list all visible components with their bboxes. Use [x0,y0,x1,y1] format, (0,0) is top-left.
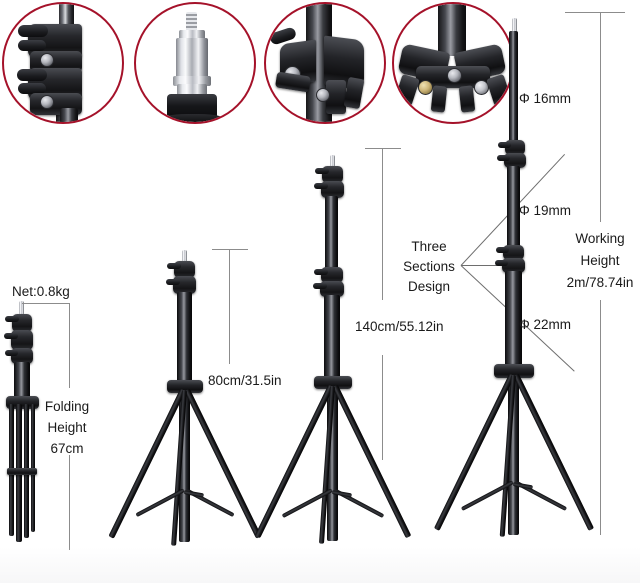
stand140-tube-bottom [324,295,340,380]
folding-height-label-line2: Height [47,420,87,435]
height-80-top-tick [212,249,248,250]
diameter-22mm-label: Φ 22mm [519,317,572,332]
stand140-leg-right [332,384,412,539]
standfull-lever-d [495,260,508,266]
net-weight-tick [22,303,70,304]
leg-yoke-illustration [266,4,384,122]
detail-circle-leg-yoke-hub [264,2,386,124]
height-140-top-tick [365,148,401,149]
tripod-base-hub-illustration [394,4,512,122]
twist-lock-clamps-illustration [4,4,122,122]
net-weight-label: Net:0.8kg [12,284,70,299]
folded-spigot [19,301,24,315]
stand-full-height [430,18,610,550]
three-sections-leader-mid [461,265,524,266]
detail-circle-tripod-base-hub [392,2,514,124]
standfull-tube-22mm [505,271,522,368]
folding-height-label-line3: 67cm [50,441,84,456]
standfull-leg-hub [494,364,534,378]
stand140-center-post [327,386,338,541]
net-weight-leader [69,303,70,388]
folded-lever-c [5,350,18,356]
standfull-tube-19mm [507,166,520,248]
working-height-dimension-line-upper [600,12,601,222]
diameter-16mm-label: Φ 16mm [519,91,572,106]
detail-circle-twist-lock-clamps [2,2,124,124]
folded-column [14,362,30,400]
three-sections-label-line1: Three [411,239,447,254]
working-height-top-tick [565,12,625,13]
ground-shadow [0,547,640,583]
working-height-dimension-line-lower [600,300,601,535]
standfull-center-post [508,375,519,535]
height-80-dimension-line [229,249,230,364]
standfull-lever-c [496,247,509,253]
stand140-leg-hub [314,376,352,389]
folding-height-dimension-line [69,455,70,550]
detail-circle-screw-adapter-spigot [134,2,256,124]
stand-80cm [108,250,280,550]
standfull-leg-right [513,373,595,531]
standfull-spigot [512,18,517,32]
stand80-lever-b [166,279,180,285]
stand140-lever-c [314,269,328,275]
height-140-label: 140cm/55.12in [355,319,444,334]
screw-adapter-illustration [136,4,254,122]
stand140-tube-top [325,196,338,274]
standfull-lever-b [497,155,510,161]
three-sections-label-line3: Design [407,279,451,294]
working-height-label-line3: 2m/78.74in [566,275,634,290]
folded-yoke [6,396,39,409]
folded-lever-b [4,333,18,339]
folded-lever-a [5,316,19,322]
stand-folded [0,300,90,550]
working-height-label-line1: Working [575,231,625,246]
height-80-label: 80cm/31.5in [208,373,282,388]
stand80-lever-a [167,263,181,269]
standfull-tube-16mm [509,31,518,143]
three-sections-label-line2: Sections [403,259,455,274]
diameter-19mm-label: Φ 19mm [519,203,572,218]
folded-mid-brace [7,468,37,475]
folding-height-label-line1: Folding [44,399,90,414]
stand80-leg-right [184,388,262,539]
stand80-leg-hub [167,380,203,393]
stand140-lever-b [314,183,328,189]
standfull-lever-a [498,142,511,148]
stand80-spigot [182,250,187,262]
stand140-lever-a [315,168,329,174]
stand-140cm [254,155,455,550]
stand80-column [177,292,192,384]
stand140-lever-d [313,283,327,289]
height-140-dimension-line-lower [382,355,383,460]
working-height-label-line2: Height [580,253,620,268]
stand80-center-post [179,390,190,542]
stand140-spigot [330,155,335,167]
height-140-dimension-line-upper [382,148,383,300]
